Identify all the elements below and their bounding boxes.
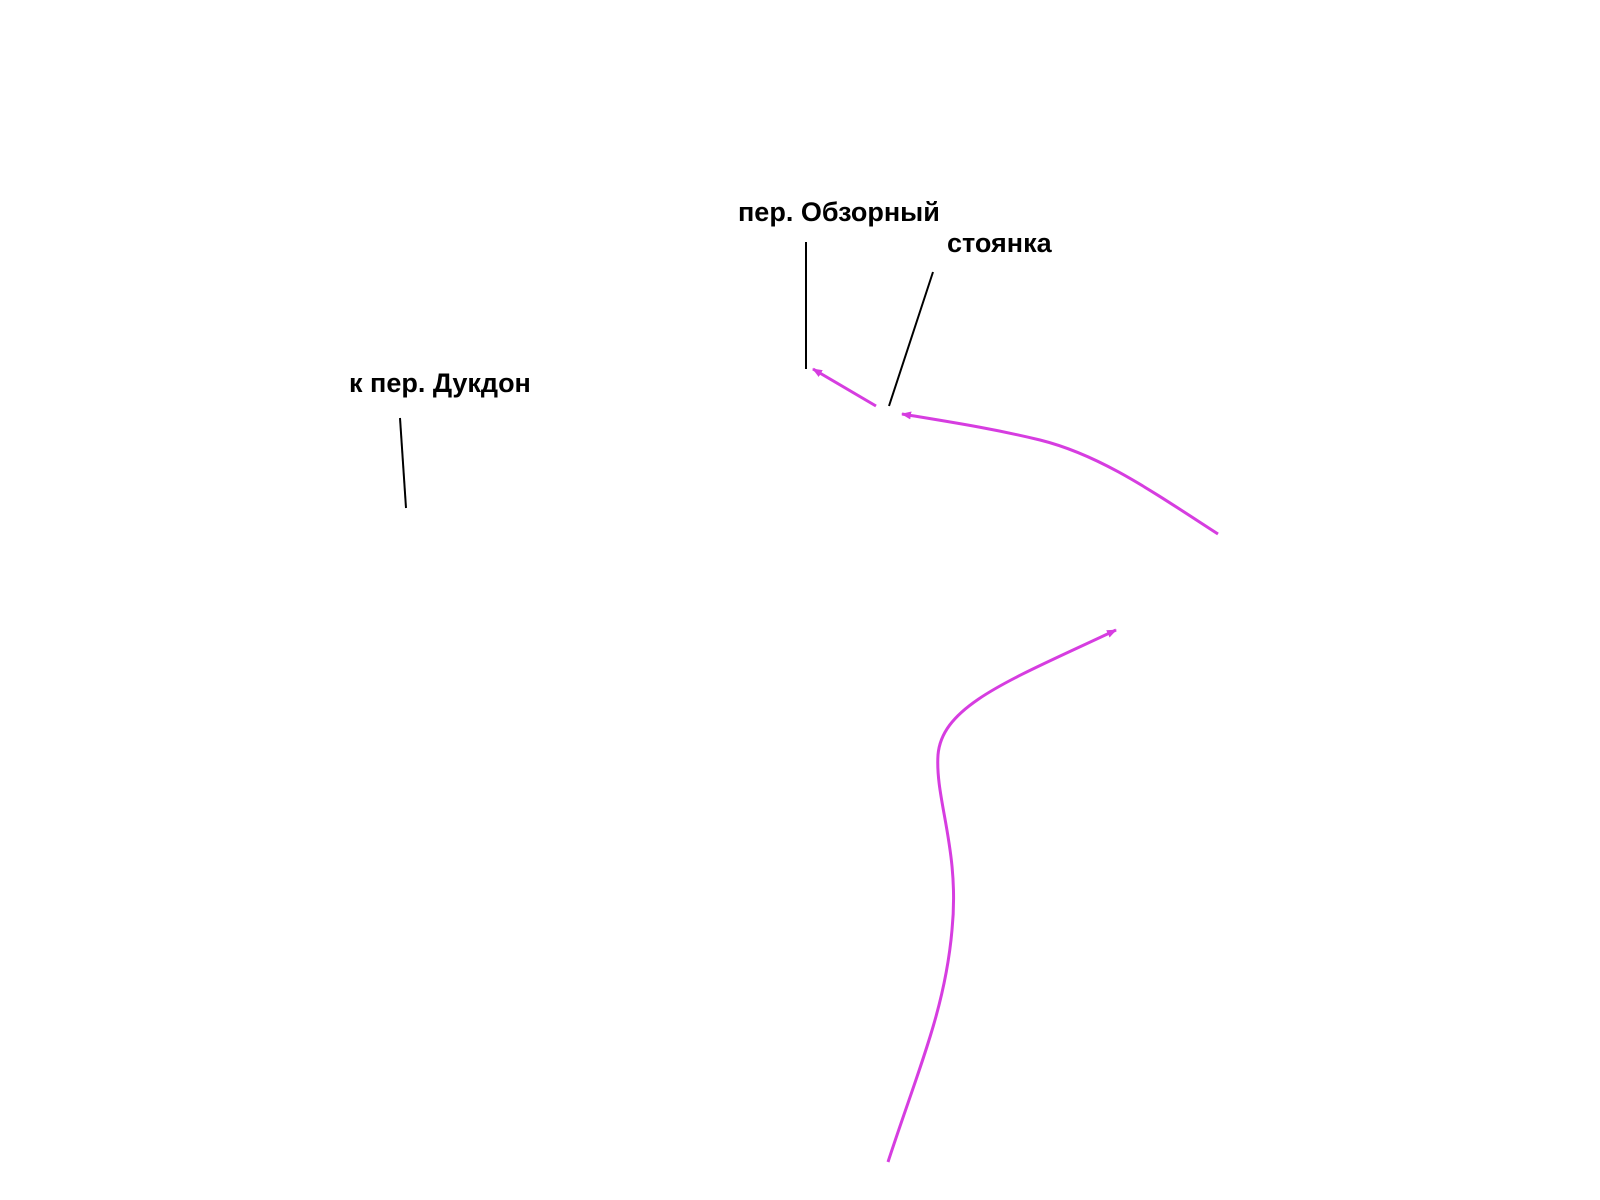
route-segment-to-obzorny [812,367,877,408]
route-segment-upper [901,411,1219,536]
label-to-pereval-dukdon: к пер. Дукдон [349,368,531,398]
label-stoyanka: стоянка [947,228,1053,258]
route-segment-lower [886,628,1117,1163]
pointer-line-dukdon [399,417,407,509]
pointer-line-stoyanka [888,271,934,407]
label-pereval-obzorny: пер. Обзорный [738,197,940,227]
